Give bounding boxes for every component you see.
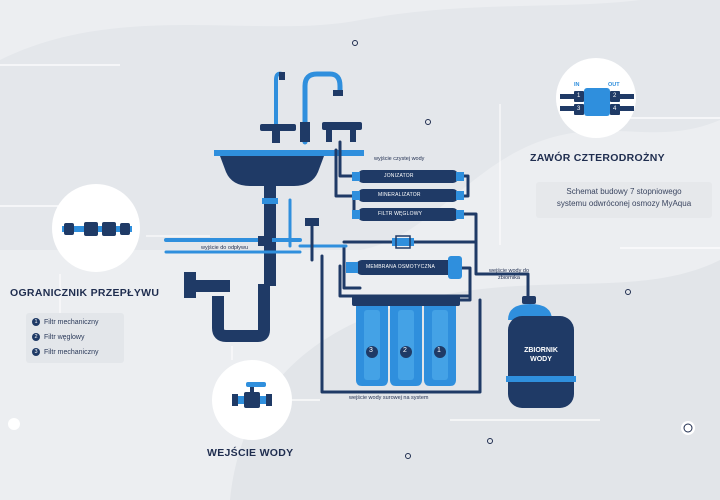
tank-in-out-label: wejście wody do zbiornika — [488, 268, 530, 281]
flow-limiter-title: OGRANICZNIK PRZEPŁYWU — [10, 287, 160, 299]
deco-dot — [352, 40, 358, 46]
legend-item: 1 Filtr mechaniczny — [32, 318, 98, 326]
sink-assembly — [184, 71, 364, 342]
legend-item: 2 Filtr węglowy — [32, 333, 84, 341]
legend-number: 3 — [32, 348, 40, 356]
drain-out-label: wyjście do odpływu — [201, 245, 249, 251]
cartridge-2-badge — [400, 346, 412, 358]
drain-valve — [258, 236, 272, 246]
legend-number: 1 — [32, 318, 40, 326]
tank-label: ZBIORNIK WODY — [524, 347, 558, 363]
description-line-1: Schemat budowy 7 stopniowego — [566, 187, 682, 196]
ball-valve-icon — [232, 382, 272, 408]
deco-dot — [425, 119, 431, 125]
bg-shape-bottom — [230, 260, 720, 500]
flow-limiter-icon — [62, 222, 132, 236]
legend-text: Filtr mechaniczny — [44, 318, 99, 326]
carbon-filter-module — [352, 208, 464, 221]
inlet-tee — [305, 218, 319, 226]
four-way-valve-icon — [560, 88, 634, 116]
filter-legend: 1 Filtr mechaniczny 2 Filtr węglowy 3 Fi… — [26, 313, 124, 363]
deco-dot — [625, 289, 631, 295]
four-way-valve-small-outline — [395, 235, 411, 249]
mineralizer-label: MINERALIZATOR — [378, 192, 421, 198]
valve-port-2: 2 — [613, 93, 617, 99]
deco-dot — [405, 453, 411, 459]
valve-port-4: 4 — [613, 106, 617, 112]
legend-number: 2 — [32, 333, 40, 341]
description-box: Schemat budowy 7 stopniowego systemu odw… — [536, 182, 712, 218]
valve-port-3: 3 — [577, 106, 581, 112]
ionizer-module — [352, 170, 464, 183]
legend-text: Filtr mechaniczny — [44, 348, 99, 356]
mineralizer-module — [352, 189, 464, 202]
cartridge-1-badge — [434, 346, 446, 358]
carbon-filter-label: FILTR WĘGLOWY — [378, 211, 423, 217]
cartridge-2-number: 2 — [403, 347, 407, 354]
cartridge-1 — [420, 296, 460, 386]
deco-dot — [681, 421, 695, 435]
deco-dot — [683, 423, 693, 433]
deco-dot — [8, 418, 20, 430]
legend-item: 3 Filtr mechaniczny — [32, 348, 98, 356]
membrane-module — [346, 256, 462, 279]
raw-water-in-label: wejście wody surowej na system — [349, 395, 429, 401]
legend-text: Filtr węglowy — [44, 333, 85, 341]
cartridge-3 — [352, 296, 392, 386]
cartridge-2 — [386, 296, 426, 386]
cartridge-1-number: 1 — [437, 347, 441, 354]
valve-out-label: OUT — [608, 82, 620, 88]
valve-in-label: IN — [574, 82, 580, 88]
clean-water-out-label: wyjście czystej wody — [374, 156, 425, 162]
description-line-2: systemu odwróconej osmozy MyAqua — [556, 199, 692, 208]
four-way-valve-title: ZAWÓR CZTERODROŻNY — [530, 152, 665, 164]
four-way-valve-small — [392, 238, 414, 246]
description-text: Schemat budowy 7 stopniowego systemu odw… — [536, 186, 712, 210]
valve-port-1: 1 — [577, 93, 581, 99]
water-tank — [506, 296, 576, 408]
cartridge-3-number: 3 — [369, 347, 373, 354]
water-inlet-title: WEJŚCIE WODY — [207, 447, 294, 459]
deco-dot — [487, 438, 493, 444]
ionizer-label: JONIZATOR — [384, 173, 414, 179]
cartridge-3-badge — [366, 346, 378, 358]
membrane-label: MEMBRANA OSMOTYCZNA — [366, 264, 436, 270]
